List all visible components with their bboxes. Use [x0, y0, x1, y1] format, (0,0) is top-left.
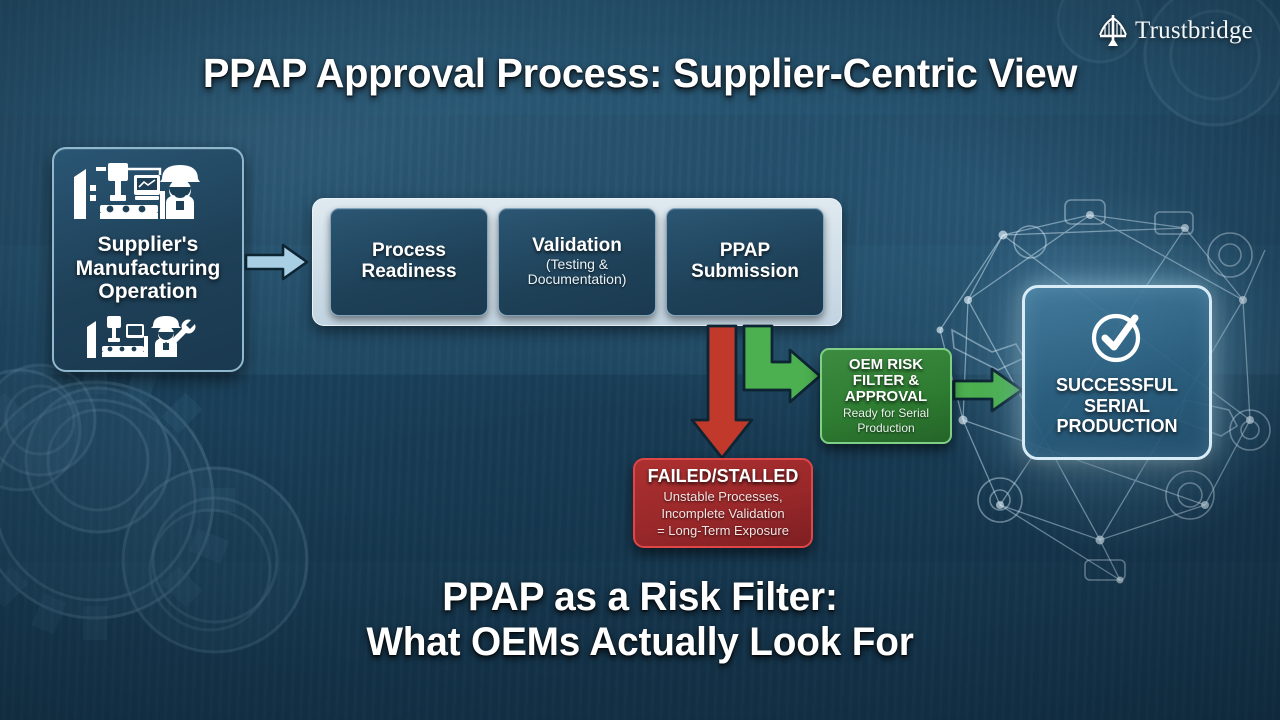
failed-subtitle-line2: Incomplete Validation	[661, 506, 785, 522]
caption-line1: PPAP as a Risk Filter:	[442, 575, 838, 619]
oem-title-line2: FILTER &	[852, 372, 920, 390]
brand-logo[interactable]: Trustbridge	[1098, 14, 1253, 48]
failed-subtitle-line1: Unstable Processes,	[663, 489, 783, 505]
supplier-card[interactable]: Supplier's Manufacturing Operation	[52, 147, 244, 372]
supplier-label-line1: Supplier's	[97, 233, 199, 257]
brand-name: Trustbridge	[1135, 17, 1253, 44]
check-circle-icon	[1091, 313, 1141, 362]
oem-risk-filter-box[interactable]: OEM RISK FILTER & APPROVAL Ready for Ser…	[820, 348, 952, 444]
oem-title-line1: OEM RISK	[848, 355, 924, 373]
supplier-label-line3: Operation	[98, 280, 198, 304]
page-title: PPAP Approval Process: Supplier-Centric …	[202, 50, 1078, 96]
chain-step-subtitle-line2: Documentation)	[527, 271, 627, 288]
failed-subtitle-line3: = Long-Term Exposure	[657, 523, 789, 539]
chain-step-title-line1: Validation	[532, 235, 622, 257]
oem-title-line3: APPROVAL	[844, 388, 928, 406]
factory-machine-and-worker-with-wrench-icon	[87, 315, 196, 358]
oem-subtitle-line2: Production	[857, 421, 915, 436]
failed-title: FAILED/STALLED	[647, 466, 799, 487]
chain-step-title-line1: PPAP	[719, 240, 771, 262]
factory-machine-and-worker-icon	[74, 163, 200, 219]
chain-step-subtitle-line1: (Testing &	[545, 256, 609, 273]
bridge-icon	[1099, 15, 1127, 46]
success-label-line1: SUCCESSFUL	[1055, 374, 1178, 395]
supplier-label: Supplier's Manufacturing Operation	[76, 233, 221, 304]
chain-step-ppap-submission[interactable]: PPAP Submission	[666, 208, 824, 316]
failed-stalled-box[interactable]: FAILED/STALLED Unstable Processes, Incom…	[633, 458, 813, 548]
caption-line2: What OEMs Actually Look For	[366, 619, 914, 664]
oem-subtitle-line1: Ready for Serial	[842, 406, 930, 421]
success-label-line3: PRODUCTION	[1056, 416, 1178, 437]
chain-step-title-line2: Readiness	[361, 261, 457, 282]
supplier-label-line2: Manufacturing	[75, 256, 221, 280]
bottom-caption: PPAP as a Risk Filter: What OEMs Actuall…	[19, 575, 1261, 665]
success-label: SUCCESSFUL SERIAL PRODUCTION	[1056, 375, 1178, 438]
chain-step-validation[interactable]: Validation (Testing & Documentation)	[498, 208, 656, 316]
chain-step-title-line2: Submission	[691, 261, 799, 282]
success-label-line2: SERIAL	[1083, 395, 1150, 416]
chain-step-process-readiness[interactable]: Process Readiness	[330, 208, 488, 316]
successful-serial-production-box[interactable]: SUCCESSFUL SERIAL PRODUCTION	[1022, 285, 1212, 460]
chain-step-title-line1: Process	[372, 240, 446, 262]
process-chain-container: Process Readiness Validation (Testing & …	[312, 198, 842, 326]
